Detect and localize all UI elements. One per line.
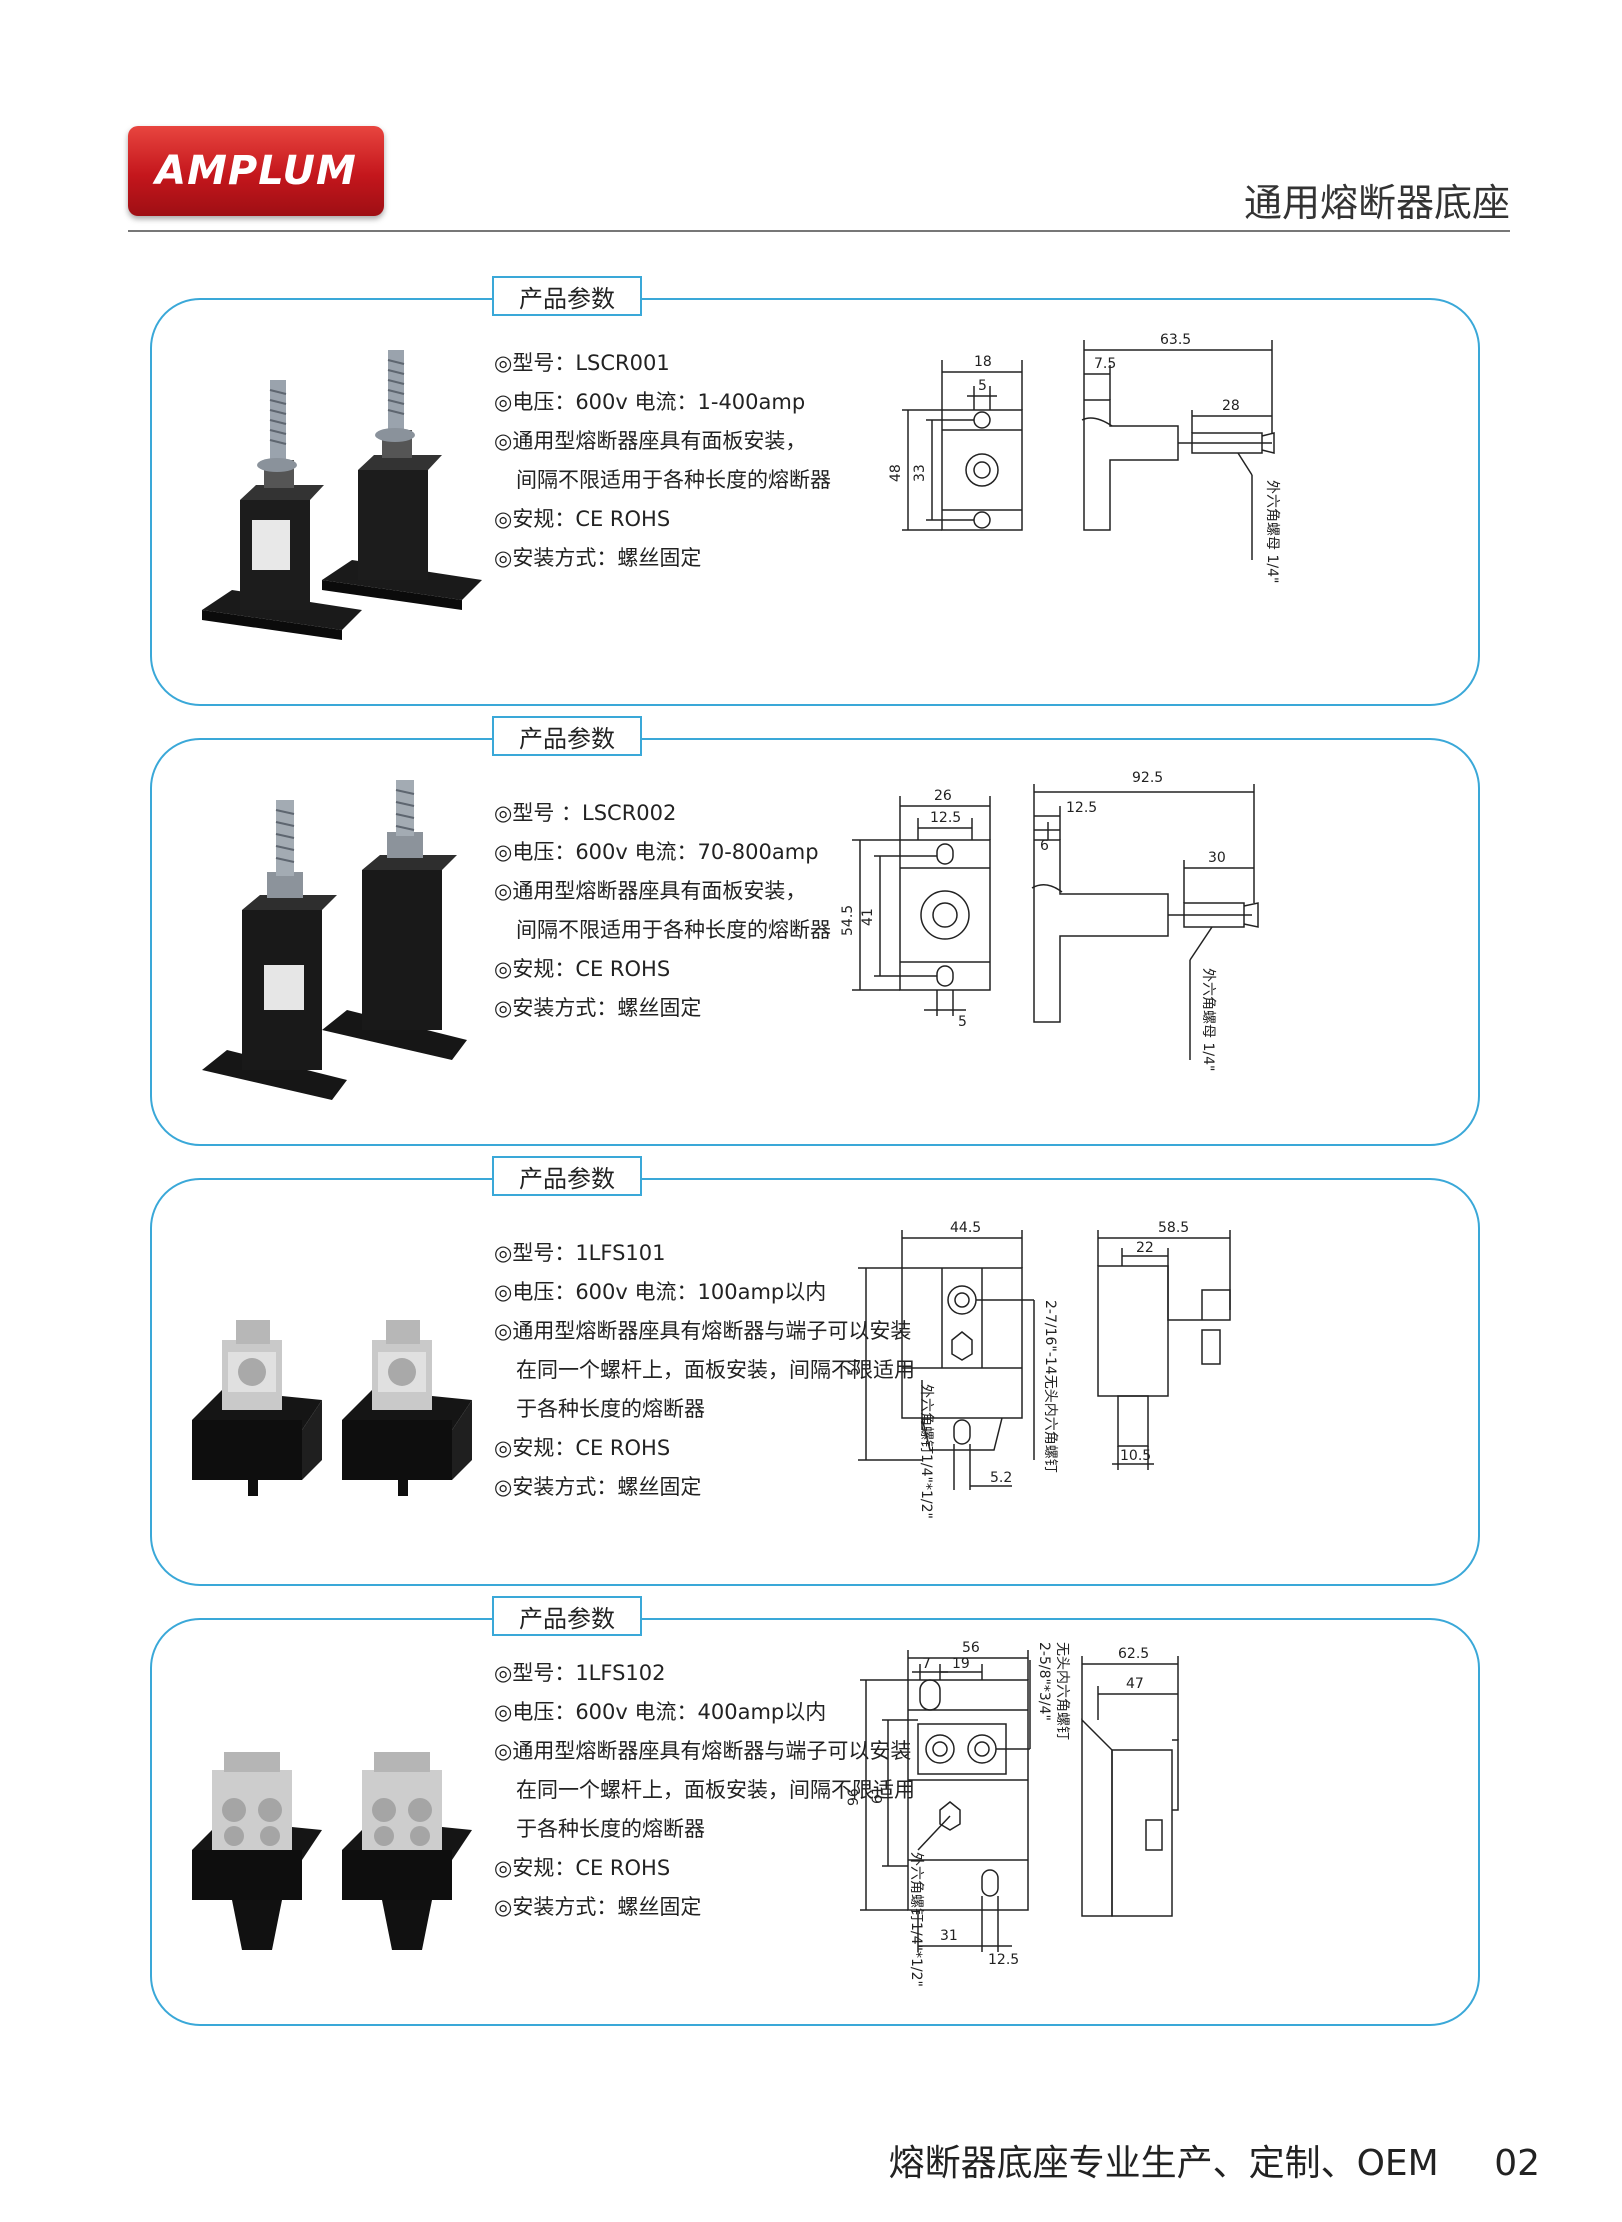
dim-length: 62.5 — [1118, 1646, 1149, 1662]
product-panel-1lfs102: 产品参数 ◎型号：1LFS102 ◎电压：600v 电流：400amp — [150, 1596, 1480, 2026]
dim-thickness: 6 — [1040, 838, 1049, 854]
dim-hole-pitch: 33 — [912, 464, 928, 482]
spec-rating: ◎电压：600v 电流：1-400amp — [494, 390, 806, 414]
spec-list: ◎型号：1LFS102 ◎电压：600v 电流：400amp以内 ◎通用型熔断器… — [494, 1654, 915, 1927]
screw-note: 外六角螺钉1/4"*1/2" — [918, 1384, 934, 1519]
spec-description-cont: 在同一个螺杆上，面板安装，间隔不限适用 — [516, 1358, 915, 1382]
fuse-base-right — [322, 350, 482, 610]
dim-stud: 30 — [1208, 850, 1226, 866]
fuse-block-left — [192, 1752, 322, 1950]
spec-certification: ◎安规：CE ROHS — [494, 507, 671, 531]
fuse-block-right — [342, 1320, 472, 1496]
dim-slot: 5.2 — [990, 1470, 1012, 1486]
spec-description: ◎通用型熔断器座具有面板安装， — [494, 429, 807, 453]
1lfs101-dimension-drawing: 44.5 54 5.2 58.5 22 10.5 外六角螺钉1/4"*1/2" … — [846, 1220, 1231, 1519]
lscr002-dimension-drawing: 26 12.5 54.5 41 5 92.5 12.5 6 30 外六角螺母 1… — [840, 770, 1259, 1071]
dim-hole-spacing: 12.5 — [930, 810, 961, 826]
spec-list: ◎型号：LSCR001 ◎电压：600v 电流：1-400amp ◎通用型熔断器… — [494, 344, 831, 578]
panel-tab: 产品参数 — [492, 1596, 642, 1636]
spec-description-cont: 在同一个螺杆上，面板安装，间隔不限适用 — [516, 1778, 915, 1802]
spec-certification: ◎安规：CE ROHS — [494, 1436, 671, 1460]
panel-tab: 产品参数 — [492, 1156, 642, 1196]
amplum-logo: AMPLUM — [128, 126, 384, 216]
screw-note: 外六角螺钉1/4"*1/2" — [908, 1852, 924, 1987]
dim-offset: 7.5 — [1094, 356, 1116, 372]
dim-length: 92.5 — [1132, 770, 1163, 786]
dim-length: 63.5 — [1160, 332, 1191, 348]
spec-mounting: ◎安装方式：螺丝固定 — [494, 996, 702, 1020]
spec-certification: ◎安规：CE ROHS — [494, 1856, 671, 1880]
dim-width: 26 — [934, 788, 952, 804]
page-number: 02 — [1494, 2143, 1540, 2184]
spec-description: ◎通用型熔断器座具有熔断器与端子可以安装 — [494, 1739, 912, 1763]
spec-description: ◎通用型熔断器座具有面板安装， — [494, 879, 807, 903]
setscrew-note: 2-7/16"-14无头内六角螺钉 — [1042, 1300, 1058, 1473]
lscr001-dimension-drawing: 18 5 48 33 63.5 7.5 28 外六角螺母 1/4" — [888, 332, 1280, 583]
dim-width: 18 — [974, 354, 992, 370]
1lfs102-dimension-drawing: 56 7 19 96 61 31 12.5 62.5 47 外六角螺钉1/4"*… — [846, 1640, 1179, 1987]
spec-model: ◎型号：LSCR001 — [494, 351, 670, 375]
dim-width: 44.5 — [950, 1220, 981, 1236]
dim-slot: 5 — [978, 378, 987, 394]
dim-hole-pitch: 61 — [870, 1786, 886, 1804]
spec-model: ◎型号：1LFS101 — [494, 1241, 666, 1265]
product-panel-lscr002: 产品参数 ◎型号 ：LSCR0 — [150, 716, 1480, 1146]
dim-width: 56 — [962, 1640, 980, 1656]
fuse-base-left — [202, 800, 347, 1100]
spec-model: ◎型号：1LFS102 — [494, 1661, 666, 1685]
dim-offset: 47 — [1126, 1676, 1144, 1692]
fuse-block-left — [192, 1320, 322, 1496]
product-panel-1lfs101: 产品参数 ◎型号：1LFS101 ◎电压：600v 电流：100amp以内 ◎通… — [150, 1156, 1480, 1586]
spec-model: ◎型号 ：LSCR002 — [494, 801, 677, 825]
spec-mounting: ◎安装方式：螺丝固定 — [494, 1475, 702, 1499]
header-divider — [128, 230, 1510, 232]
dim-hole-spacing: 19 — [952, 1656, 970, 1672]
panel-tab: 产品参数 — [492, 276, 642, 316]
lscr001-product-photo — [202, 350, 482, 640]
spec-rating: ◎电压：600v 电流：100amp以内 — [494, 1280, 827, 1304]
nut-note: 外六角螺母 1/4" — [1200, 968, 1216, 1071]
lscr002-product-photo — [202, 780, 467, 1100]
nut-note: 外六角螺母 1/4" — [1264, 480, 1280, 583]
spec-certification: ◎安规：CE ROHS — [494, 957, 671, 981]
spec-rating: ◎电压：600v 电流：70-800amp — [494, 840, 819, 864]
spec-description-cont: 间隔不限适用于各种长度的熔断器 — [516, 918, 831, 942]
dim-length: 58.5 — [1158, 1220, 1189, 1236]
spec-description: ◎通用型熔断器座具有熔断器与端子可以安装 — [494, 1319, 912, 1343]
dim-edge: 7 — [922, 1656, 931, 1672]
footer-slogan: 熔断器底座专业生产、定制、OEM — [888, 2143, 1439, 2184]
setscrew-note: 无头内六角螺钉 — [1054, 1642, 1070, 1740]
spec-mounting: ◎安装方式：螺丝固定 — [494, 546, 702, 570]
dim-stud: 28 — [1222, 398, 1240, 414]
panel-tab: 产品参数 — [492, 716, 642, 756]
dim-slot-offset: 31 — [940, 1928, 958, 1944]
dim-slot: 12.5 — [988, 1952, 1019, 1968]
product-panel-lscr001: 产品参数 — [150, 276, 1480, 706]
dim-height: 96 — [846, 1788, 862, 1806]
fuse-block-right — [342, 1752, 472, 1950]
spec-list: ◎型号：1LFS101 ◎电压：600v 电流：100amp以内 ◎通用型熔断器… — [494, 1234, 915, 1507]
spec-rating: ◎电压：600v 电流：400amp以内 — [494, 1700, 827, 1724]
spec-list: ◎型号 ：LSCR002 ◎电压：600v 电流：70-800amp ◎通用型熔… — [494, 794, 831, 1028]
dim-height: 54 — [846, 1358, 862, 1376]
dim-offset: 22 — [1136, 1240, 1154, 1256]
page-title: 通用熔断器底座 — [1243, 181, 1510, 225]
fuse-base-right — [322, 780, 467, 1060]
setscrew-size-note: 2-5/8"*3/4" — [1036, 1642, 1052, 1721]
1lfs102-product-photo — [192, 1752, 472, 1950]
dim-height: 54.5 — [840, 905, 856, 936]
dim-slot: 5 — [958, 1014, 967, 1030]
spec-description-cont: 间隔不限适用于各种长度的熔断器 — [516, 468, 831, 492]
dim-foot: 10.5 — [1120, 1448, 1151, 1464]
dim-offset: 12.5 — [1066, 800, 1097, 816]
footer: 熔断器底座专业生产、定制、OEM 02 — [889, 2134, 1540, 2186]
spec-description-cont: 于各种长度的熔断器 — [516, 1397, 705, 1421]
1lfs101-product-photo — [192, 1320, 472, 1496]
fuse-base-left — [202, 380, 362, 640]
dim-height: 48 — [888, 464, 904, 482]
dim-hole-pitch: 41 — [860, 908, 876, 926]
spec-mounting: ◎安装方式：螺丝固定 — [494, 1895, 702, 1919]
spec-description-cont: 于各种长度的熔断器 — [516, 1817, 705, 1841]
